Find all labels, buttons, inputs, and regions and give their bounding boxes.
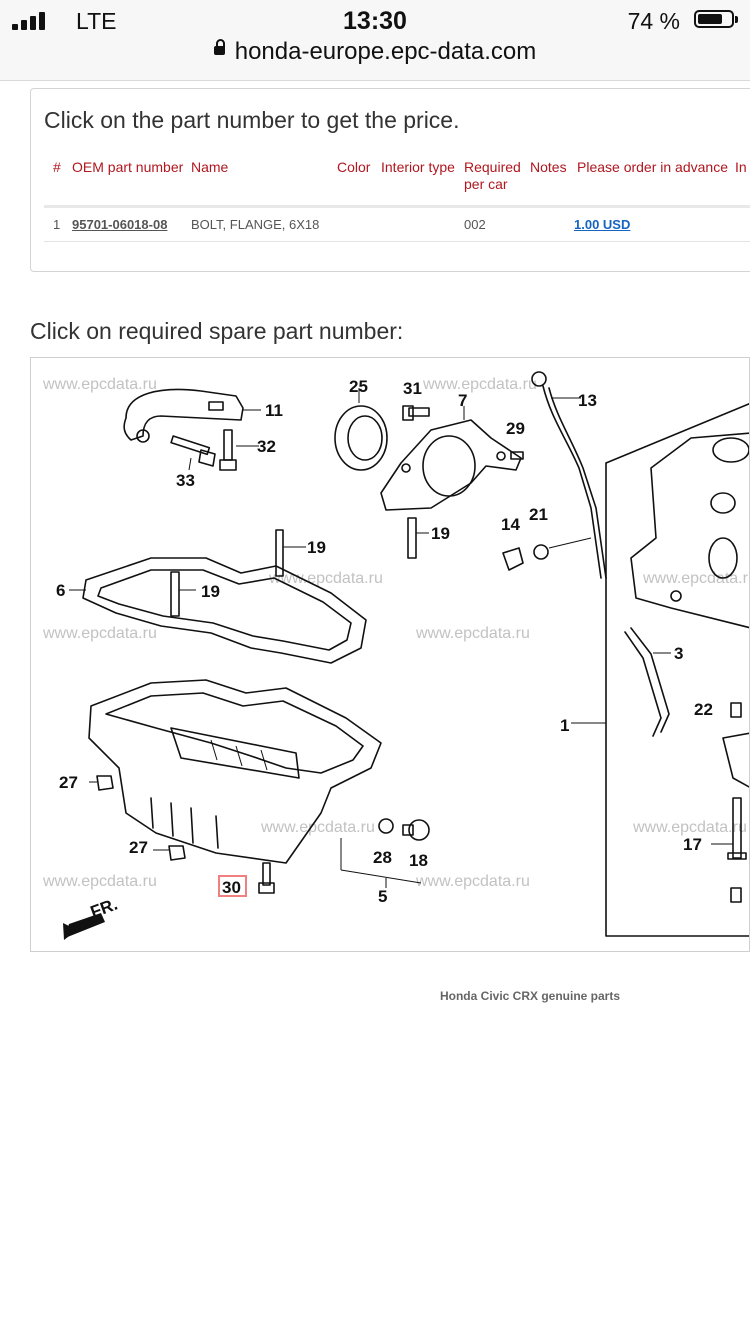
front-direction-arrow-icon: [63, 913, 105, 940]
diagram-title: Click on required spare part number:: [30, 318, 404, 344]
part-6-gasket: [69, 557, 367, 664]
watermark: www.epcdata.ru: [42, 376, 157, 393]
col-required-line1: Required: [464, 159, 521, 175]
callout-29[interactable]: 29: [506, 419, 525, 438]
part-7-seal-case: [380, 406, 522, 511]
footer-text: Honda Civic CRX genuine parts: [439, 989, 621, 1003]
callout-30[interactable]: 30: [222, 878, 241, 897]
price-link[interactable]: 1.00 USD: [574, 217, 631, 232]
col-order-in-advance: Please order in advance: [577, 159, 728, 175]
col-name: Name: [191, 159, 229, 175]
part-28-washer: [378, 818, 394, 834]
row-divider: [44, 241, 750, 242]
callout-6[interactable]: 6: [56, 581, 65, 600]
callout-13[interactable]: 13: [578, 391, 597, 410]
part-27-nut: [96, 775, 114, 791]
lock-icon: [213, 39, 225, 56]
part-31-bolt: [402, 405, 430, 421]
callout-3[interactable]: 3: [674, 644, 683, 663]
col-color: Color: [337, 159, 371, 175]
callout-19[interactable]: 19: [201, 582, 220, 601]
required-per-car: 002: [464, 217, 486, 232]
part-19-stud: [170, 571, 180, 617]
watermark: www.epcdata.ru: [415, 873, 530, 890]
part-33-bolt: [170, 435, 216, 471]
part-17-bolt: [711, 797, 747, 903]
carrier-label: LTE: [76, 8, 117, 34]
callout-19[interactable]: 19: [307, 538, 326, 557]
callout-17[interactable]: 17: [683, 835, 702, 854]
col-oem-part-number: OEM part number: [72, 159, 184, 175]
callout-19[interactable]: 19: [431, 524, 450, 543]
callout-highlight: [218, 875, 247, 897]
callout-32[interactable]: 32: [257, 437, 276, 456]
url-text: honda-europe.epc-data.com: [234, 38, 537, 65]
header-divider: [44, 205, 750, 208]
callout-33[interactable]: 33: [176, 471, 195, 490]
cell-signal-icon: [12, 12, 46, 30]
parts-table-title: Click on the part number to get the pric…: [44, 107, 460, 133]
parts-table-card: Click on the part number to get the pric…: [30, 88, 750, 272]
parts-diagram-svg: www.epcdata.ru www.epcdata.ru www.epcdat…: [42, 371, 750, 940]
oil-strainer-bracket: [722, 732, 749, 788]
table-header: # OEM part number Name Color Interior ty…: [31, 159, 750, 205]
callout-31[interactable]: 31: [403, 379, 422, 398]
part-number-link[interactable]: 95701-06018-08: [72, 217, 168, 232]
parts-diagram: www.epcdata.ru www.epcdata.ru www.epcdat…: [30, 357, 750, 952]
part-30-bolt: [258, 862, 275, 894]
part-name: BOLT, FLANGE, 6X18: [191, 217, 320, 232]
browser-top-bar: LTE 13:30 74 % honda-europe.epc-data.com: [0, 0, 750, 81]
battery-percent: 74 %: [627, 8, 680, 34]
callout-11[interactable]: 11: [265, 401, 283, 420]
part-25-oil-seal: [334, 388, 388, 471]
col-required-line2: per car: [464, 176, 508, 192]
part-3-pipe-outline: [630, 627, 670, 733]
callout-28[interactable]: 28: [373, 848, 392, 867]
part-29-pin: [510, 451, 524, 460]
part-21-washer: [533, 544, 549, 560]
watermark: www.epcdata.ru: [422, 376, 537, 393]
table-row: 1 95701-06018-08 BOLT, FLANGE, 6X18 002 …: [31, 207, 750, 241]
col-required: Required per car: [464, 159, 521, 193]
part-3-pipe: [624, 631, 662, 737]
part-1-engine-block: [571, 402, 749, 937]
status-time: 13:30: [343, 7, 407, 35]
watermark: www.epcdata.ru: [632, 819, 747, 836]
watermark: www.epcdata.ru: [268, 570, 383, 587]
callout-18[interactable]: 18: [409, 851, 428, 870]
part-27-nut: [168, 845, 186, 861]
battery-icon: [694, 10, 738, 28]
callout-5[interactable]: 5: [378, 887, 387, 906]
watermark: www.epcdata.ru: [260, 819, 375, 836]
part-14-bolt: [502, 547, 524, 571]
col-in: In: [735, 159, 747, 175]
callout-14[interactable]: 14: [501, 515, 520, 534]
row-index: 1: [53, 217, 61, 232]
part-18-drain-bolt: [402, 819, 430, 841]
callout-25[interactable]: 25: [349, 377, 368, 396]
callout-1[interactable]: 1: [560, 716, 569, 735]
watermark: www.epcdata.ru: [42, 873, 157, 890]
part-32-bolt: [219, 429, 259, 471]
callout-21[interactable]: 21: [529, 505, 548, 524]
col-notes: Notes: [530, 159, 567, 175]
part-22-bolt: [730, 702, 742, 718]
callout-7[interactable]: 7: [458, 391, 467, 410]
part-19-stud: [407, 517, 417, 559]
part-19-stud: [275, 529, 284, 577]
watermark: www.epcdata.ru: [42, 625, 157, 642]
col-index: #: [53, 159, 61, 175]
watermark: www.epcdata.ru: [415, 625, 530, 642]
part-13-dipstick: [531, 371, 607, 579]
part-11-bracket: [123, 388, 261, 443]
callout-22[interactable]: 22: [694, 700, 713, 719]
address-bar[interactable]: honda-europe.epc-data.com: [0, 38, 750, 66]
watermark: www.epcdata.ru: [642, 570, 750, 587]
front-label: FR.: [88, 895, 120, 922]
part-5-oil-pan: [88, 679, 422, 888]
col-interior-type: Interior type: [381, 159, 455, 175]
callout-27[interactable]: 27: [129, 838, 148, 857]
callout-27[interactable]: 27: [59, 773, 78, 792]
